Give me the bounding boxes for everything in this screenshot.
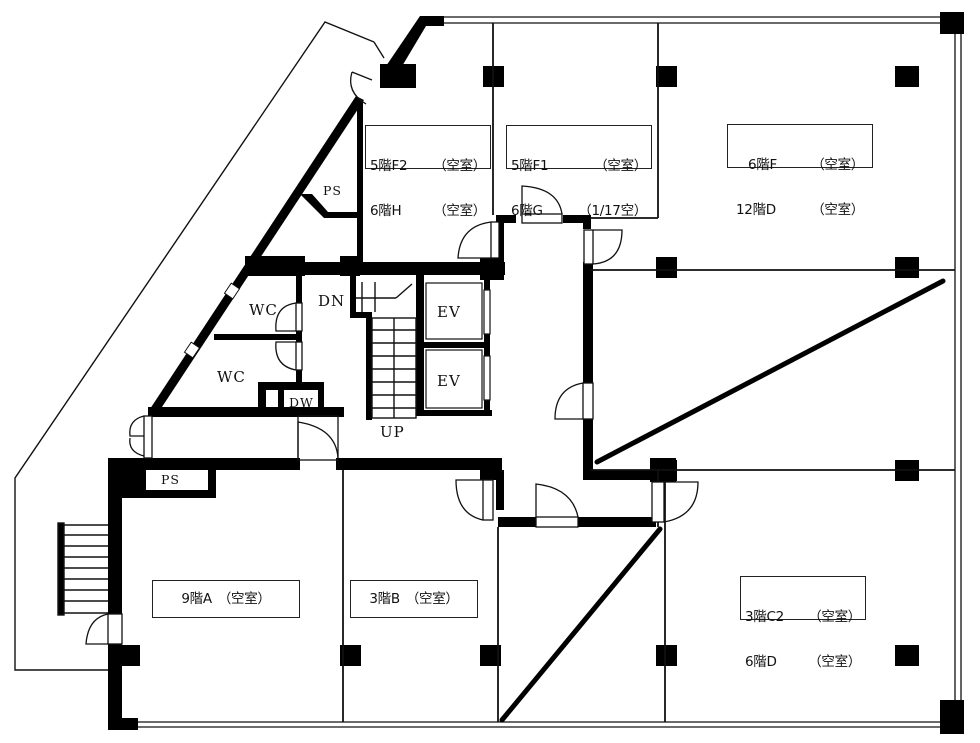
unit-status: （空室） — [217, 590, 271, 607]
unit-label-top-right: 6階F （空室） 12階D （空室） — [727, 124, 873, 218]
unit-status: （空室） — [811, 157, 864, 173]
unit-label-bottom-right: 3階C2 （空室） 6階D （空室） — [740, 576, 866, 670]
unit-status: （空室） — [594, 158, 647, 174]
unit-label-bottom-middle: 3階B （空室） — [350, 580, 478, 618]
stairs-down-label: DN — [318, 292, 346, 310]
unit-name: 6階F — [748, 157, 777, 173]
unit-status: （空室） — [811, 202, 864, 218]
unit-status: （1/17空） — [578, 203, 647, 219]
unit-name: 5階F1 — [511, 158, 549, 174]
room-label-dw: DW — [289, 395, 314, 410]
room-label-wc-lower: WC — [217, 368, 246, 386]
unit-status: （空室） — [433, 158, 486, 174]
unit-status: （空室） — [808, 609, 861, 625]
unit-name: 12階D — [736, 202, 776, 218]
unit-name: 5階F2 — [370, 158, 408, 174]
exterior-stair — [57, 522, 108, 616]
unit-status: （空室） — [405, 590, 459, 607]
diagonal-walls — [499, 278, 946, 723]
unit-name: 3階B — [369, 590, 400, 607]
unit-name: 6階H — [370, 203, 402, 219]
staircase — [356, 282, 417, 419]
room-label-ps-lower: PS — [161, 472, 180, 487]
structural-walls — [108, 12, 964, 734]
unit-status: （空室） — [808, 654, 861, 670]
room-label-ev-upper: EV — [437, 303, 461, 321]
elevators — [425, 282, 491, 409]
room-label-ev-lower: EV — [437, 372, 461, 390]
stairs-up-label: UP — [380, 423, 405, 441]
unit-label-bottom-left: 9階A （空室） — [152, 580, 300, 618]
window-marks — [183, 282, 241, 359]
unit-name: 6階G — [511, 203, 543, 219]
unit-label-top-middle: 5階F1 （空室） 6階G （1/17空） — [506, 125, 652, 219]
room-label-wc-upper: WC — [249, 301, 278, 319]
exterior-glazing — [122, 16, 962, 728]
unit-status: （空室） — [433, 203, 486, 219]
room-label-ps-upper: PS — [323, 183, 342, 198]
doors — [85, 71, 699, 645]
unit-name: 3階C2 — [745, 609, 784, 625]
unit-name: 9階A — [181, 590, 212, 607]
outer-outline — [14, 21, 385, 671]
unit-label-top-left: 5階F2 （空室） 6階H （空室） — [365, 125, 491, 219]
unit-name: 6階D — [745, 654, 777, 670]
